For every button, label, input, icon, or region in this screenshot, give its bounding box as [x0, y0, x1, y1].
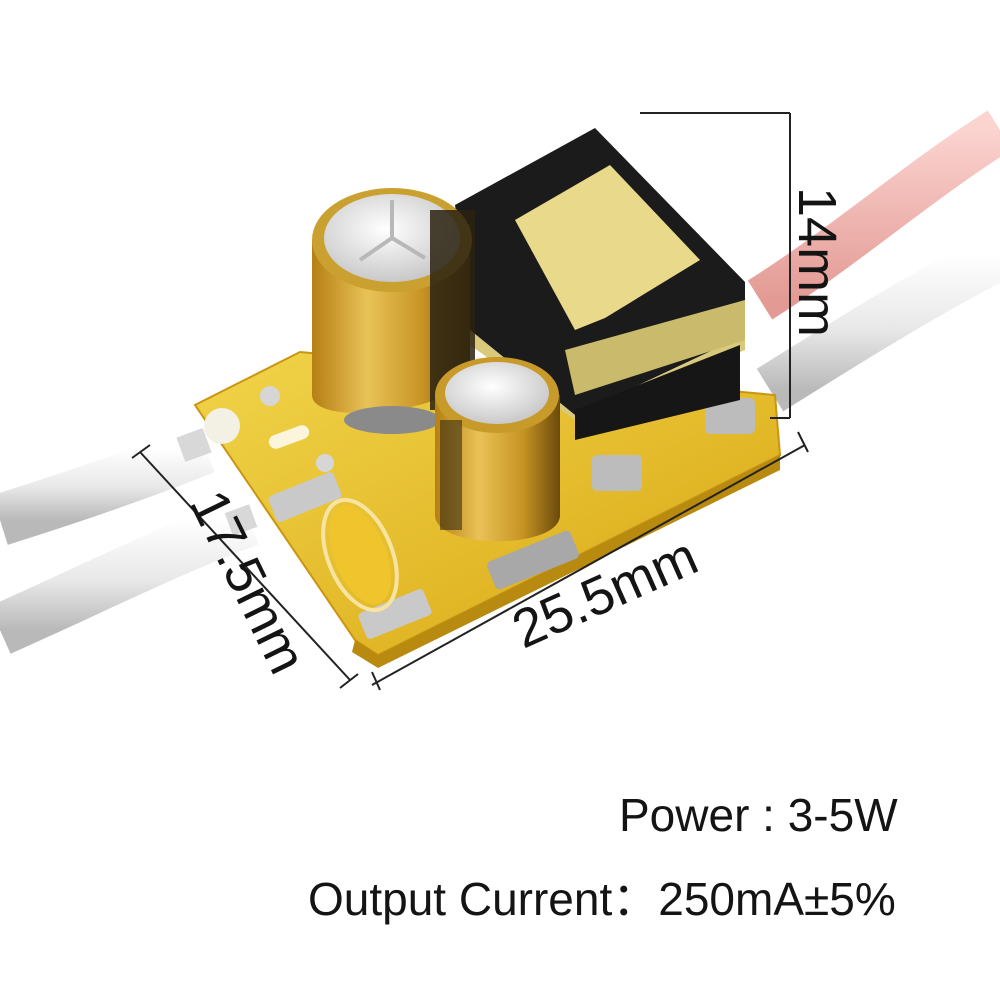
height-dimension-label: 14mm	[787, 187, 847, 338]
output-wires	[747, 110, 1000, 412]
power-spec: Power : 3-5W	[619, 789, 898, 841]
input-wires	[0, 423, 259, 654]
dimension-lines	[131, 112, 809, 691]
small-capacitor	[435, 357, 560, 542]
output-current-spec: Output Current：250mA±5%	[308, 873, 896, 925]
